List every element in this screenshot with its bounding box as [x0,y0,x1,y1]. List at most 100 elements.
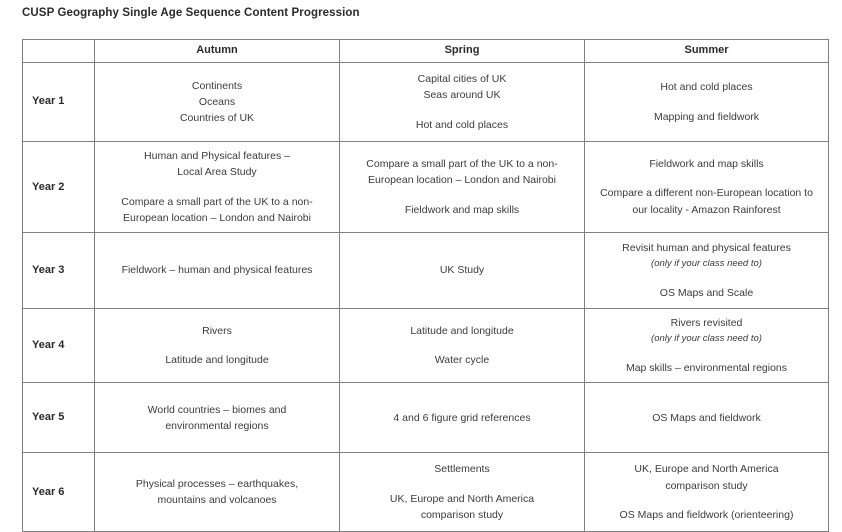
content-line: 4 and 6 figure grid references [393,411,531,424]
content-block: Fieldwork and map skills [593,156,820,172]
table-row: Year 2 Human and Physical features – Local… [22,140,829,234]
year-label-2: Year 2 [22,140,95,234]
cell-summer-year-6: UK, Europe and North America comparison s… [584,452,829,532]
content-line: Water cycle [434,354,490,367]
content-line: Settlements [434,463,490,476]
cell-autumn-year-3: Fieldwork – human and physical features [94,232,340,310]
content-line: Latitude and longitude [410,324,514,337]
content-line: OS Maps and fieldwork (orienteering) [619,508,794,521]
content-block: Mapping and fieldwork [593,109,820,125]
content-block: Latitude and longitude [103,352,331,368]
content-line: Rivers [202,324,232,337]
content-line: Revisit human and physical features [622,241,791,254]
content-block: Compare a different non-European locatio… [593,185,820,218]
cell-spring-year-3: UK Study [339,232,585,310]
content-line: Human and Physical features – [144,150,290,162]
content-line: UK, Europe and North America [634,463,779,476]
cell-spring-year-1: Capital cities of UK Seas around UK Hot an… [339,62,585,142]
content-block: Hot and cold places [593,79,820,95]
content-line: Physical processes – earthquakes, [135,478,299,491]
content-line: Seas around UK [423,89,501,102]
header-autumn: Autumn [94,39,340,63]
content-block: Water cycle [348,352,576,368]
content-line: Oceans [198,95,236,108]
header-summer: Summer [584,39,829,63]
cell-summer-year-4: Rivers revisited (only if your class need… [584,308,829,384]
content-line: Compare a small part of the UK to a non- [121,195,313,208]
table-row: Year 5 World countries – biomes and enviro… [22,382,829,454]
content-block: World countries – biomes and environmenta… [103,402,331,435]
content-line: Compare a different non-European locatio… [600,187,813,200]
content-line: European location – London and Nairobi [123,211,311,224]
content-line: our locality - Amazon Rainforest [632,203,781,216]
content-block: Map skills – environmental regions [593,360,820,376]
content-block: 4 and 6 figure grid references [348,410,576,426]
content-block: Rivers revisited (only if your class need… [593,315,820,347]
content-block: Hot and cold places [348,117,576,133]
content-block: Human and Physical features – Local Area … [103,148,331,181]
content-line: Hot and cold places [660,81,753,94]
content-line: OS Maps and fieldwork [652,411,761,424]
cell-summer-year-5: OS Maps and fieldwork [584,382,829,454]
content-line: Continents [191,79,243,92]
year-label-4: Year 4 [22,308,95,384]
content-line: Fieldwork and map skills [649,158,764,171]
cell-autumn-year-5: World countries – biomes and environmenta… [94,382,340,454]
table-row: Year 6 Physical processes – earthquakes, m… [22,452,829,532]
content-line: European location – London and Nairobi [368,174,556,187]
content-block: Compare a small part of the UK to a non-… [348,156,576,189]
content-line: mountains and volcanoes [157,494,277,507]
content-block: OS Maps and fieldwork [593,410,820,426]
header-row: Autumn Spring Summer [22,39,829,63]
content-line: Countries of UK [179,112,255,125]
content-note: (only if your class need to) [651,333,762,345]
content-line: Latitude and longitude [165,354,269,367]
content-block: Revisit human and physical features (only… [593,240,820,272]
content-line: Capital cities of UK [417,73,507,86]
content-line: Compare a small part of the UK to a non- [366,158,558,171]
content-block: Rivers [103,323,331,339]
year-label-1: Year 1 [22,62,95,142]
content-line: comparison study [665,479,748,492]
cell-autumn-year-2: Human and Physical features – Local Area … [94,140,340,234]
cell-spring-year-2: Compare a small part of the UK to a non-… [339,140,585,234]
year-label-6: Year 6 [22,452,95,532]
content-line: UK Study [439,264,485,277]
content-block: UK, Europe and North America comparison s… [593,461,820,494]
content-block: Compare a small part of the UK to a non-… [103,194,331,227]
content-block: Fieldwork and map skills [348,202,576,218]
year-label-3: Year 3 [22,232,95,310]
cell-summer-year-3: Revisit human and physical features (only… [584,232,829,310]
content-line: Rivers revisited [670,317,743,330]
content-block: Physical processes – earthquakes, mountai… [103,476,331,509]
content-line: Local Area Study [177,166,257,179]
content-block: Settlements [348,461,576,477]
content-line: World countries – biomes and [147,403,287,416]
content-block: UK Study [348,262,576,278]
content-line: Fieldwork and map skills [404,203,520,216]
content-block: OS Maps and fieldwork (orienteering) [593,507,820,523]
content-line: Hot and cold places [415,118,509,131]
table-header: Autumn Spring Summer [22,39,829,63]
year-label-5: Year 5 [22,382,95,454]
content-block: Capital cities of UK Seas around UK [348,71,576,104]
content-line: UK, Europe and North America [389,492,535,505]
content-note: (only if your class need to) [651,258,762,270]
header-spring: Spring [339,39,585,63]
page-root: CUSP Geography Single Age Sequence Conte… [22,7,829,532]
content-line: environmental regions [165,419,269,432]
content-line: Map skills – environmental regions [625,362,788,375]
cell-spring-year-5: 4 and 6 figure grid references [339,382,585,454]
